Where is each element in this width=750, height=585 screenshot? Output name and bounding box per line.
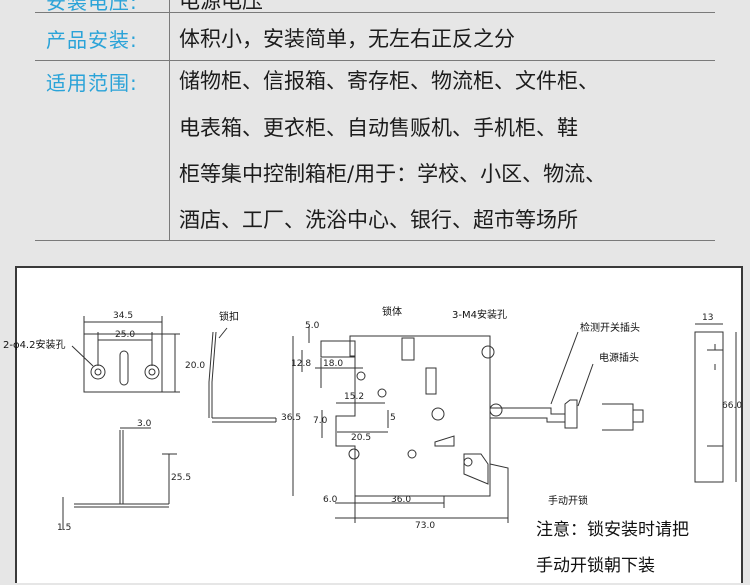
- power-plug-callout: 电源插头: [599, 351, 639, 364]
- dim-3-0: 3.0: [137, 419, 152, 429]
- technical-drawing: 2-φ4.2安装孔 锁扣 锁体 3-M4安装孔 检测开关插头 电源插头 手动开锁…: [3, 305, 742, 576]
- dim-20-5: 20.5: [351, 433, 371, 443]
- install-note-line-1: 注意：锁安装时请把: [536, 520, 689, 540]
- dim-5: 5: [390, 413, 396, 423]
- lock-body-outline: [335, 335, 491, 497]
- manual-lock-callout: 手动开锁: [548, 494, 588, 507]
- voltage-label: 安装电压:: [46, 0, 138, 14]
- mount-hole-top: [481, 345, 495, 359]
- dim-15-2: 15.2: [344, 392, 364, 402]
- dim-36-5: 36.5: [281, 413, 301, 423]
- mount-hole-right: [489, 403, 503, 417]
- holes-callout: 2-φ4.2安装孔: [3, 338, 65, 351]
- body-callout: 锁体: [382, 305, 402, 318]
- application-line-4: 酒店、工厂、洗浴中心、银行、超市等场所: [179, 208, 578, 232]
- installation-label: 产品安装:: [46, 28, 138, 52]
- dim-36-0: 36.0: [391, 495, 411, 505]
- dim-34-5: 34.5: [113, 311, 133, 321]
- dim-5-0: 5.0: [305, 321, 320, 331]
- lock-side-view: [694, 331, 724, 483]
- manual-unlock-lever: [463, 453, 489, 485]
- latch-plate: [83, 333, 163, 393]
- dim-1-5: 1.5: [57, 523, 71, 533]
- dim-25-0: 25.0: [115, 330, 135, 340]
- mount-hole-left: [90, 364, 106, 380]
- mount-hole-center: [431, 407, 445, 421]
- latch-bolt: [401, 337, 415, 361]
- dim-13: 13: [702, 313, 713, 323]
- lock-tongue: [320, 340, 356, 358]
- application-line-3: 柜等集中控制箱柜/用于：学校、小区、物流、: [179, 162, 607, 186]
- installation-value: 体积小，安装简单，无左右正反之分: [179, 27, 515, 51]
- dim-7-0: 7.0: [313, 416, 328, 426]
- row-divider: [35, 60, 715, 61]
- sensor-plug-callout: 检测开关插头: [580, 321, 640, 334]
- lock-slot: [425, 367, 437, 395]
- mount-holes-callout: 3-M4安装孔: [452, 308, 507, 321]
- row-divider: [35, 12, 715, 13]
- voltage-value: 电源电压: [179, 0, 263, 13]
- install-note-line-2: 手动开锁朝下装: [536, 556, 655, 576]
- dim-12-8: 12.8: [291, 359, 311, 369]
- column-divider: [169, 0, 170, 241]
- dim-25-5: 25.5: [171, 473, 191, 483]
- technical-drawing-panel: 2-φ4.2安装孔 锁扣 锁体 3-M4安装孔 检测开关插头 电源插头 手动开锁…: [3, 266, 743, 583]
- latch-callout: 锁扣: [219, 310, 239, 323]
- dim-20-0: 20.0: [185, 361, 205, 371]
- spec-table: 安装电压: 电源电压 产品安装: 体积小，安装简单，无左右正反之分 适用范围: …: [35, 0, 715, 241]
- application-label: 适用范围:: [46, 71, 138, 95]
- dim-18-0: 18.0: [323, 359, 343, 369]
- dim-73-0: 73.0: [415, 521, 435, 531]
- dim-66-0: 66.0: [722, 401, 742, 411]
- application-line-2: 电表箱、更衣柜、自动售贩机、手机柜、鞋: [179, 116, 578, 140]
- mount-hole-right: [144, 364, 160, 380]
- latch-slot: [119, 350, 129, 386]
- row-divider: [35, 240, 715, 241]
- dim-6-0: 6.0: [323, 495, 338, 505]
- application-line-1: 储物柜、信报箱、寄存柜、物流柜、文件柜、: [179, 69, 599, 93]
